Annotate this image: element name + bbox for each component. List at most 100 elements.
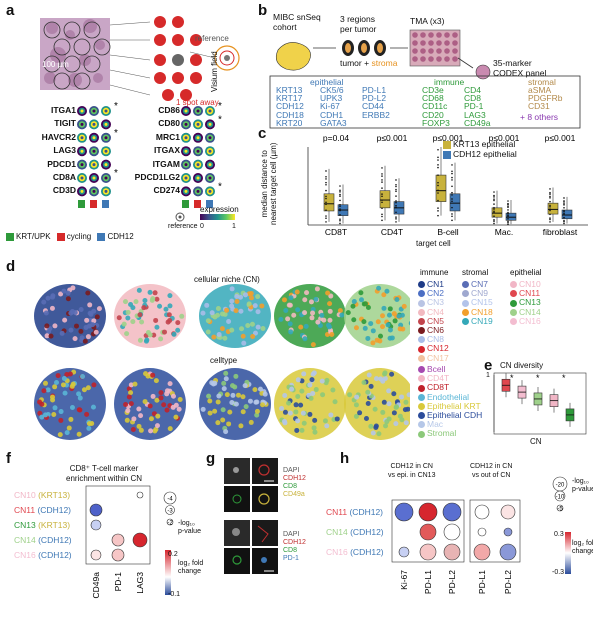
tissue-section (344, 368, 410, 440)
cn-cell (287, 302, 293, 308)
data-point (437, 207, 439, 209)
pvalue-label: p≤0.001 (489, 133, 520, 143)
celltype-cell (399, 394, 405, 400)
cn-cell (124, 331, 130, 337)
epithelial-legend-title: epithelial (510, 268, 542, 277)
box-body (435, 174, 447, 202)
celltype-cell (260, 402, 266, 408)
marker-label: CDH1 (320, 109, 344, 120)
celltype-cell (158, 390, 164, 396)
celltype-cell (361, 380, 367, 386)
legend-row: CN15 (462, 298, 493, 307)
celltype-cell (287, 410, 293, 416)
f-row-label: CN11 (CDH12) (14, 503, 72, 518)
epithelial-title: epithelial (310, 77, 344, 87)
celltype-cell (311, 370, 317, 376)
legend-label: CN2 (427, 288, 445, 299)
celltype-cell (66, 425, 72, 431)
f-cn-label: CN13 (14, 520, 36, 530)
spot-away-label: 1 spot away (176, 98, 219, 107)
tma-core (428, 32, 434, 38)
cn-cell (48, 333, 54, 339)
celltype-cell (54, 379, 60, 385)
legend-krt13-label: KRT13 epithelial (453, 139, 516, 149)
expr-center (92, 122, 96, 126)
expr-center (196, 163, 200, 167)
cn-cell (139, 319, 145, 325)
legend-label: CN9 (471, 288, 489, 299)
h-title-left: CDH12 in CN vs epi. in CN13 (388, 463, 436, 479)
cn-cell (143, 338, 149, 344)
data-point (451, 213, 453, 215)
data-point (381, 187, 383, 189)
cn-cell (44, 323, 50, 329)
celltype-cell (221, 386, 227, 392)
tma-core (452, 48, 458, 54)
data-point (325, 170, 327, 172)
celltype-cell (393, 421, 399, 427)
h-cn-label: CN11 (326, 507, 348, 517)
expr-center (92, 176, 96, 180)
h-right-dot (474, 504, 490, 520)
data-point (437, 166, 439, 169)
box-body (491, 207, 503, 218)
cn-cell (362, 301, 368, 307)
legend-row: CN6 (418, 325, 449, 335)
panel-a-diagram: ****** (40, 16, 240, 222)
cn-cell (365, 304, 371, 310)
f-size-label: -log₁₀ p-value (178, 520, 201, 535)
legend-swatch (418, 281, 425, 289)
f-dot (111, 533, 125, 547)
data-point (507, 217, 509, 220)
legend-swatch (510, 281, 517, 289)
celltype-cell (226, 421, 232, 427)
celltype-cell (254, 399, 260, 405)
panel-a: ****** 100 µm reference Visium field 1 s… (0, 0, 245, 250)
celltype-cell (295, 394, 301, 400)
f-row-label: CN10 (KRT13) (14, 488, 72, 503)
celltype-cell (212, 408, 218, 414)
celltype-cell (289, 386, 295, 392)
data-point (325, 195, 327, 198)
data-point (493, 219, 495, 221)
cn-cell (249, 321, 255, 327)
celltype-cell (353, 413, 359, 419)
cn-cell (291, 312, 297, 318)
celltype-cell (365, 400, 371, 406)
cn-cell (285, 316, 291, 322)
cohort-blob (275, 42, 311, 71)
cn-cell (96, 306, 102, 312)
h-cn-label: CN14 (326, 527, 348, 537)
celltype-cell (37, 410, 43, 416)
data-point (563, 216, 565, 219)
cn-cell (87, 302, 93, 308)
legend-row: CN7 (462, 279, 493, 289)
f-row-label: CN16 (CDH12) (14, 548, 72, 563)
cn-cell (351, 299, 357, 305)
cn-cell (384, 288, 390, 294)
cn-cell (167, 318, 173, 324)
data-point (507, 221, 509, 224)
legend-swatch (418, 393, 425, 401)
stromal-legend-title: stromal (462, 268, 489, 277)
data-point (549, 217, 551, 219)
expr-center (208, 176, 212, 180)
diversity-star: * (536, 373, 540, 383)
category-tick-label: B-cell (437, 227, 458, 237)
celltype-cell (85, 385, 91, 391)
tma-core (428, 48, 434, 54)
cn-cell (385, 322, 391, 328)
legend-row: CN12 (418, 344, 449, 353)
cn-cell (91, 308, 97, 314)
h-size-legend-label: -5 (557, 507, 563, 513)
cn-cell (215, 312, 221, 318)
tma-core (436, 48, 442, 54)
scale-bar-label: 100 µm (42, 60, 69, 69)
tissue-maps (34, 284, 410, 440)
h-right-dot (477, 527, 487, 537)
gene-right-label: CD86 (158, 105, 180, 115)
data-point (507, 215, 509, 217)
